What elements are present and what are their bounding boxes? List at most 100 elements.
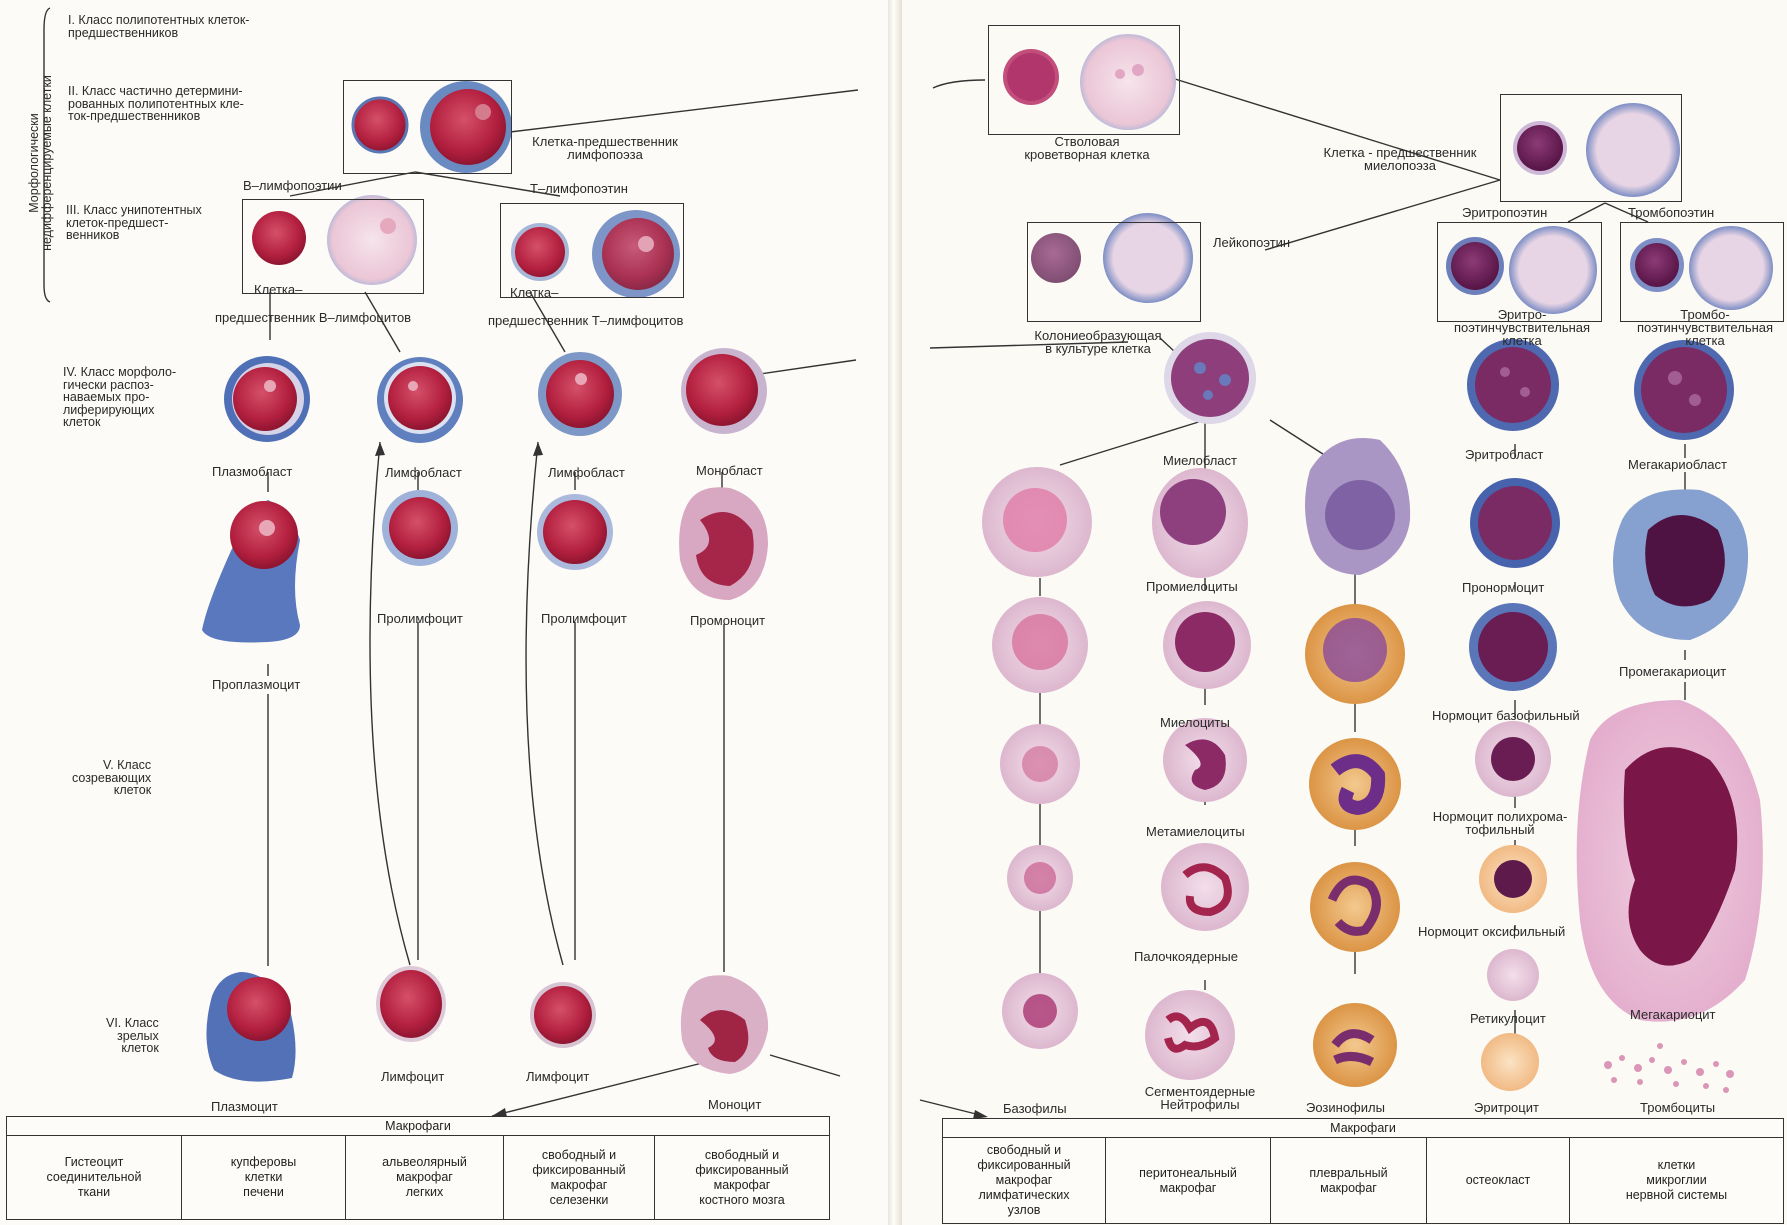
right-table-cell-4: остеокласт: [1427, 1138, 1570, 1223]
label-b-lymphopoietin: В–лимфопоэтии: [243, 179, 342, 192]
label-eosinophils: Эозинофилы: [1306, 1101, 1385, 1114]
box-t-precursor: [500, 203, 684, 298]
label-reticulocyte: Ретикулоцит: [1470, 1012, 1546, 1025]
cell-lymphocyte-t: [530, 982, 596, 1048]
cell-basophil-band: [1007, 845, 1073, 911]
label-cell-b-2: предшественник В–лимфоцитов: [215, 311, 411, 324]
cell-lymphoblast-t: [538, 352, 622, 436]
label-thrombopoietin: Тромбопоэтин: [1628, 206, 1714, 219]
cell-reticulocyte: [1487, 949, 1539, 1001]
right-table-cell-3: плевральный макрофаг: [1271, 1138, 1427, 1223]
box-lympho-precursor: [343, 80, 512, 174]
label-metamyelocytes: Метамиелоциты: [1146, 825, 1245, 838]
platelets-cluster: [1604, 1043, 1734, 1093]
label-cell-t-2: предшественник Т–лимфоцитов: [488, 314, 683, 327]
label-myelo-precursor: Клетка - предшественник миелопоэза: [1305, 146, 1495, 172]
label-lymphocyte-b: Лимфоцит: [381, 1070, 444, 1083]
left-table-cell-5: свободный и фиксированный макрофаг костн…: [655, 1136, 829, 1219]
cell-plasmoblast: [224, 356, 310, 442]
label-monocyte: Моноцит: [708, 1098, 761, 1111]
class-3-label: III. Класс унипотентных клеток-предшест-…: [66, 204, 202, 242]
cell-neutrophil-segmented: [1145, 990, 1235, 1080]
cell-normocyte-poly: [1475, 721, 1551, 797]
cell-neutrophil-myelocyte: [1163, 601, 1251, 689]
cell-basophil: [1002, 973, 1078, 1049]
class-4-label: IV. Класс морфоло- гически распоз- навае…: [63, 366, 176, 429]
box-colony: [1027, 222, 1201, 322]
label-leukopoietin: Лейкопоэтин: [1213, 236, 1290, 249]
side-label: Морфологически недифференцируемые клетки: [28, 48, 54, 278]
label-colony: Колониеобразующая в культуре клетка: [1008, 329, 1188, 355]
label-monoblast: Монобласт: [696, 464, 763, 477]
label-promonocyte: Промоноцит: [690, 614, 765, 627]
label-lympho-precursor: Клетка-предшественник лимфопоэза: [510, 135, 700, 161]
box-b-precursor: [242, 199, 424, 294]
cell-normocyte-oxy: [1479, 845, 1547, 913]
left-table-header: Макрофаги: [7, 1117, 829, 1136]
cell-pronormocyte: [1470, 478, 1560, 568]
label-megakaryoblast: Мегакариобласт: [1628, 458, 1727, 471]
cell-lymphoblast-b: [377, 357, 463, 443]
cell-eosinophil: [1313, 1003, 1397, 1087]
right-table-cell-1: свободный и фиксированный макрофаг лимфа…: [943, 1138, 1106, 1223]
right-macrophage-table: Макрофаги свободный и фиксированный макр…: [942, 1118, 1784, 1224]
box-myelo-precursor: [1500, 94, 1682, 202]
cell-monoblast: [681, 348, 767, 434]
label-t-lymphopoietin: Т–лимфопоэтин: [530, 182, 628, 195]
class-2-label: II. Класс частично детермини- рованных п…: [68, 85, 244, 123]
label-basophils: Базофилы: [1003, 1102, 1067, 1115]
cell-plasmocyte: [206, 972, 295, 1082]
label-lymphoblast-b: Лимфобласт: [385, 466, 462, 479]
cell-erythroblast: [1467, 339, 1559, 431]
label-plasmocyte: Плазмоцит: [211, 1100, 278, 1113]
label-prolymphocyte-t: Пролимфоцит: [541, 612, 627, 625]
label-pronormocyte: Пронормоцит: [1462, 581, 1544, 594]
left-table-cell-4: свободный и фиксированный макрофаг селез…: [504, 1136, 655, 1219]
cell-neutrophil-metamyelocyte: [1163, 718, 1247, 802]
left-table-cell-1: Гистеоцит соединительной ткани: [7, 1136, 182, 1219]
cell-promonocyte: [679, 487, 768, 600]
cell-eosinophil-promyelocyte: [1305, 438, 1410, 575]
cell-eosinophil-myelocyte: [1305, 604, 1405, 704]
cell-prolymphocyte-b: [382, 490, 458, 566]
label-thrombo-sensitive: Тромбо- поэтинчувствительная клетка: [1615, 308, 1787, 347]
cell-neutrophil-band: [1161, 843, 1249, 931]
cell-basophil-myelocyte: [992, 597, 1088, 693]
class-6-label: VI. Класс зрелых клеток: [106, 1017, 159, 1055]
class-5-label: V. Класс созревающих клеток: [72, 759, 151, 797]
label-promyelocytes: Промиелоциты: [1146, 580, 1238, 593]
label-thrombocytes: Тромбоциты: [1640, 1101, 1715, 1114]
cell-proplasmocyte: [202, 500, 300, 643]
cell-monocyte: [681, 975, 768, 1074]
box-stem: [988, 25, 1180, 135]
label-normocyte-baso: Нормоцит базофильный: [1432, 709, 1580, 722]
label-lymphoblast-t: Лимфобласт: [548, 466, 625, 479]
label-neutrophils: Сегментоядерные Нейтрофилы: [1115, 1085, 1285, 1111]
label-megakaryocyte: Мегакариоцит: [1630, 1008, 1715, 1021]
label-stem: Стволовая кроветворная клетка: [992, 135, 1182, 161]
label-erythroblast: Эритробласт: [1465, 448, 1543, 461]
cell-basophil-promyelocyte: [982, 467, 1092, 577]
label-proplasmocyte: Проплазмоцит: [212, 678, 300, 691]
cell-eosinophil-band: [1310, 862, 1400, 952]
left-macrophage-table: Макрофаги Гистеоцит соединительной ткани…: [6, 1116, 830, 1220]
cell-basophil-metamyelocyte: [1000, 724, 1080, 804]
label-prolymphocyte-b: Пролимфоцит: [377, 612, 463, 625]
label-erythrocyte: Эритроцит: [1474, 1101, 1539, 1114]
right-table-cell-5: клетки микроглии нервной системы: [1570, 1138, 1783, 1223]
label-cell-t-1: Клетка–: [510, 286, 558, 299]
class-1-label: I. Класс полипотентных клеток- предшеств…: [68, 14, 249, 39]
cell-eosinophil-metamyelocyte: [1309, 738, 1401, 830]
label-normocyte-poly: Нормоцит полихрома- тофильный: [1410, 810, 1590, 836]
cell-lymphocyte-b: [376, 966, 446, 1042]
label-myelocytes: Миелоциты: [1160, 716, 1230, 729]
label-cell-b-1: Клетка–: [254, 283, 302, 296]
label-lymphocyte-t: Лимфоцит: [526, 1070, 589, 1083]
label-myeloblast: Миелобласт: [1163, 454, 1237, 467]
cell-promegakaryocyte: [1613, 489, 1748, 640]
left-table-cell-3: альвеолярный макрофаг легких: [346, 1136, 504, 1219]
cell-erythrocyte: [1481, 1033, 1539, 1091]
label-band: Палочкоядерные: [1134, 950, 1238, 963]
right-table-cell-2: перитонеальный макрофаг: [1106, 1138, 1271, 1223]
left-table-cell-2: купферовы клетки печени: [182, 1136, 346, 1219]
